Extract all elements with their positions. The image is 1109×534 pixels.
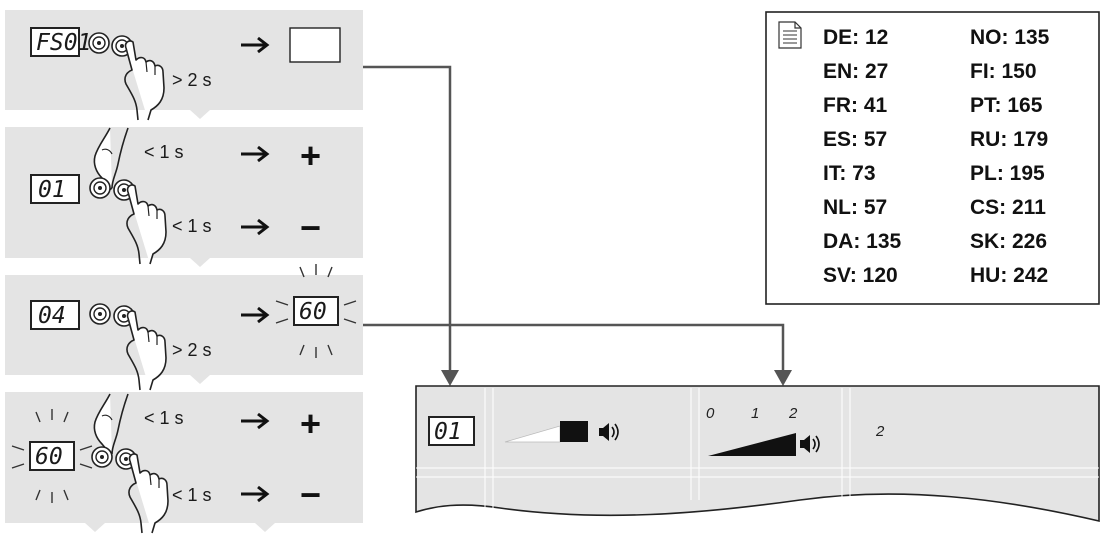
step-4-display: 60 [35,444,63,470]
connector-lines [363,65,792,386]
button-icon [91,446,113,468]
table-value: 2 [875,423,885,440]
display-fs01-frame [30,27,80,57]
volume-wedge-low [504,421,588,443]
step-2-duration-top: < 1 s [144,142,184,162]
step-1-duration: > 2 s [172,70,212,90]
language-code-left-1: EN: 27 [823,60,888,83]
language-code-box: DE: 12 EN: 27 FR: 41 ES: 57 IT: 73 NL: 57 DA: … [765,11,1100,305]
language-code-left-6: DA: 135 [823,230,902,253]
language-code-left-0: DE: 12 [823,26,888,49]
language-list-left: DE: 12 EN: 27 FR: 41 ES: 57 IT: 73 NL: 57 DA: … [823,26,902,287]
language-code-right-3: RU: 179 [970,128,1048,151]
step-2-display: 01 [38,177,66,203]
arrow-icon [241,485,270,503]
step-2-panel: < 1 s + 01 < 1 s − [5,127,363,267]
arrow-icon [241,145,270,163]
display-01-frame [30,174,80,204]
language-code-left-3: ES: 57 [823,128,887,151]
button-icon [89,303,111,325]
button-icon [89,177,111,199]
step-1-display: FS01 [36,30,91,56]
step-3-panel: 04 > 2 s 60 [5,263,363,391]
step-4-minus: − [300,474,321,515]
table-code-frame [428,416,475,446]
scale-label-0: 0 [706,405,715,422]
step-4-duration-bottom: < 1 s [172,485,212,505]
language-code-right-2: PT: 165 [970,94,1043,117]
step-4-panel: 60 < 1 s + < 1 s − [5,392,363,534]
table-code: 01 [434,419,462,445]
step-1-panel: FS01 > 2 s [5,10,363,121]
language-code-left-5: NL: 57 [823,196,887,219]
language-code-right-6: SK: 226 [970,230,1047,253]
volume-wedge-high [708,433,796,456]
settings-table: 01 0 1 2 2 [415,385,1100,523]
arrow-icon [241,412,270,430]
step-3-duration: > 2 s [172,340,212,360]
document-icon [778,21,802,49]
language-code-left-2: FR: 41 [823,94,888,117]
scale-label-2: 2 [788,405,798,422]
step-2-minus: − [300,207,321,248]
step-4-plus: + [300,403,321,444]
arrow-icon [241,306,270,324]
button-icon [88,32,110,54]
display-04-frame [30,300,80,330]
display-60-frame [293,296,339,326]
language-code-right-4: PL: 195 [970,162,1045,185]
language-code-right-0: NO: 135 [970,26,1050,49]
scale-label-1: 1 [751,405,759,422]
step-3-result: 60 [299,299,327,325]
arrow-icon [241,218,270,236]
language-code-right-7: HU: 242 [970,264,1048,287]
step-3-display: 04 [38,303,66,329]
arrow-icon [241,36,270,54]
language-code-left-7: SV: 120 [823,264,898,287]
language-code-right-1: FI: 150 [970,60,1037,83]
step-1-blank-display [289,27,341,63]
step-2-duration-bottom: < 1 s [172,216,212,236]
display-60-frame [29,441,75,471]
language-code-left-4: IT: 73 [823,162,876,185]
language-code-right-5: CS: 211 [970,196,1046,219]
step-2-plus: + [300,135,321,176]
step-4-duration-top: < 1 s [144,408,184,428]
